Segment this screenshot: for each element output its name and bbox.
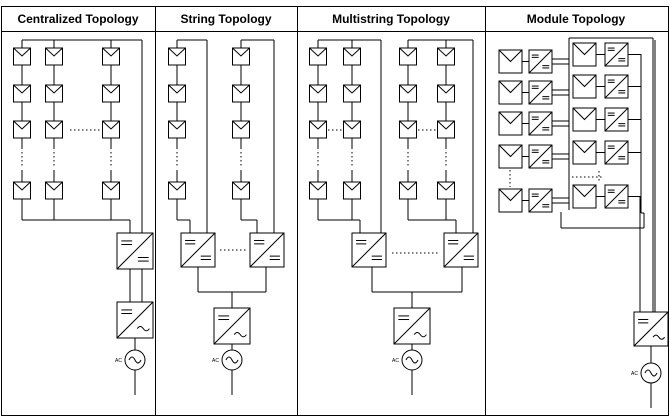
solar-panel-icon	[498, 188, 523, 213]
inverter-icon	[116, 301, 154, 339]
dc-dc-converter-icon	[180, 232, 216, 268]
solar-panel-icon	[343, 84, 361, 103]
solar-panel-icon	[572, 42, 597, 67]
solar-panel-icon	[437, 84, 455, 103]
solar-panel-icon	[45, 120, 63, 139]
solar-panel-icon	[399, 181, 417, 200]
solar-panel-icon	[45, 181, 63, 200]
solar-panel-icon	[102, 181, 120, 200]
solar-panel-icon	[572, 140, 597, 165]
components: AC AC AC AC	[13, 42, 669, 384]
panel-title-module: Module Topology	[527, 12, 626, 26]
grid-ac-label: AC	[392, 358, 399, 364]
frame	[1, 6, 669, 416]
grid-ac-label: AC	[631, 371, 638, 377]
dc-dc-converter-icon	[351, 232, 387, 268]
inverter-icon	[633, 311, 669, 347]
solar-panel-icon	[13, 181, 31, 200]
ac-grid-source-icon: AC	[212, 349, 243, 371]
ac-grid-source-icon: AC	[115, 349, 146, 371]
dc-dc-converter-icon	[604, 42, 629, 67]
panel-headers: Centralized Topology String Topology Mul…	[17, 12, 625, 26]
dc-dc-converter-icon	[604, 140, 629, 165]
solar-panel-icon	[498, 80, 523, 105]
solar-panel-icon	[343, 120, 361, 139]
solar-panel-icon	[45, 84, 63, 103]
solar-panel-icon	[498, 49, 523, 74]
solar-panel-icon	[572, 184, 597, 209]
dc-dc-converter-icon	[604, 184, 629, 209]
solar-panel-icon	[102, 84, 120, 103]
solar-panel-icon	[232, 120, 250, 139]
dc-dc-converter-icon	[116, 232, 154, 270]
solar-panel-icon	[102, 120, 120, 139]
inverter-icon	[393, 307, 431, 345]
solar-panel-icon	[232, 84, 250, 103]
wiring	[21, 37, 656, 408]
solar-panel-icon	[13, 47, 31, 66]
solar-panel-icon	[13, 120, 31, 139]
dc-dc-converter-icon	[528, 80, 553, 105]
solar-panel-icon	[343, 47, 361, 66]
dc-dc-converter-icon	[249, 232, 285, 268]
dc-dc-converter-icon	[604, 107, 629, 132]
solar-panel-icon	[168, 84, 186, 103]
solar-panel-icon	[572, 107, 597, 132]
inverter-icon	[213, 307, 251, 345]
solar-panel-icon	[399, 47, 417, 66]
grid-ac-label: AC	[115, 358, 122, 364]
solar-panel-icon	[399, 120, 417, 139]
dc-dc-converter-icon	[528, 49, 553, 74]
panel-title-multistring: Multistring Topology	[332, 12, 450, 26]
solar-panel-icon	[437, 181, 455, 200]
dc-dc-converter-icon	[528, 111, 553, 136]
solar-panel-icon	[45, 47, 63, 66]
solar-panel-icon	[498, 111, 523, 136]
solar-panel-icon	[102, 47, 120, 66]
dc-dc-converter-icon	[528, 144, 553, 169]
solar-panel-icon	[13, 84, 31, 103]
continuation-dots	[21, 129, 604, 254]
ac-grid-source-icon: AC	[392, 349, 423, 371]
solar-panel-icon	[309, 84, 327, 103]
solar-panel-icon	[343, 181, 361, 200]
solar-panel-icon	[437, 47, 455, 66]
solar-panel-icon	[168, 120, 186, 139]
ac-grid-source-icon: AC	[631, 362, 662, 384]
dc-dc-converter-icon	[443, 232, 479, 268]
dc-dc-converter-icon	[528, 188, 553, 213]
solar-panel-icon	[168, 47, 186, 66]
solar-panel-icon	[572, 74, 597, 99]
dc-dc-converter-icon	[604, 74, 629, 99]
panel-title-centralized: Centralized Topology	[17, 12, 138, 26]
solar-panel-icon	[232, 47, 250, 66]
solar-panel-icon	[309, 120, 327, 139]
solar-panel-icon	[437, 120, 455, 139]
solar-panel-icon	[309, 47, 327, 66]
solar-panel-icon	[399, 84, 417, 103]
solar-panel-icon	[309, 181, 327, 200]
solar-panel-icon	[168, 181, 186, 200]
grid-ac-label: AC	[212, 358, 219, 364]
solar-panel-icon	[498, 144, 523, 169]
panel-title-string: String Topology	[180, 12, 271, 26]
solar-panel-icon	[232, 181, 250, 200]
